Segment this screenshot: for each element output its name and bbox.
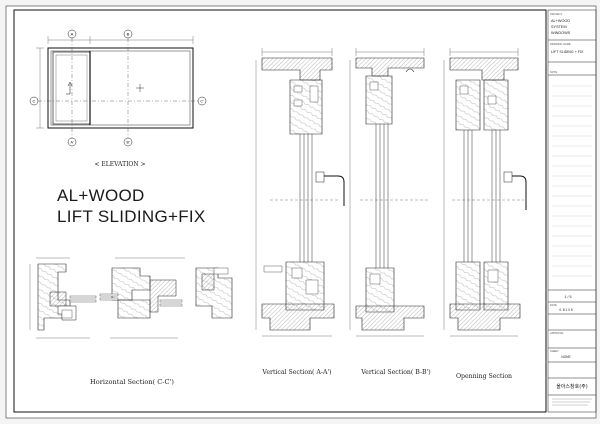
section-marker-label: A' — [70, 141, 73, 145]
title-block-project-key: PROJECT — [550, 12, 563, 16]
horizontal-section-detail — [29, 257, 233, 339]
caption-vertical-section-b: Vertical Section( B-B') — [360, 369, 430, 376]
section-marker-label: B' — [126, 141, 129, 145]
drawing-frame — [13, 9, 547, 413]
section-marker-label: B — [127, 32, 130, 37]
caption-opening-section: Openning Section — [456, 373, 512, 380]
caption-horizontal-section: Horizontal Section( C-C') — [90, 378, 174, 386]
vertical-section-a-detail — [255, 48, 345, 337]
section-marker-b-bottom: B' — [123, 137, 133, 147]
title-block-note-key: NOTE — [550, 70, 557, 74]
elevation-view — [36, 36, 198, 138]
title-block-company: 올아스창호(주) — [556, 383, 588, 390]
section-marker-a-top: A — [67, 29, 77, 39]
title-block-drawing-name: LIFT SLIDING + FIX — [551, 50, 584, 54]
title-block-sheet-value: NONE — [561, 355, 570, 359]
drawing-title-line-2: LIFT SLIDING+FIX — [57, 207, 206, 226]
title-block-approval-key: APPROVAL — [550, 331, 564, 335]
section-marker-label: C — [33, 99, 36, 104]
caption-vertical-section-a: Vertical Section( A-A') — [261, 369, 331, 376]
title-block-frame — [547, 9, 597, 413]
elevation-caption: < ELEVATION > — [94, 161, 145, 168]
title-block-drawing-key: DRAWING NAME — [550, 42, 571, 46]
section-marker-a-bottom: A' — [67, 137, 77, 147]
title-block-project-line-1: AL+WOOD — [551, 19, 570, 23]
title-block-project-line-3: WINDOWS — [551, 31, 571, 35]
title-block-date-key: DATE — [550, 303, 557, 307]
section-marker-b-top: B — [123, 29, 133, 39]
opening-section-detail — [443, 48, 527, 337]
section-marker-label: C' — [200, 100, 204, 104]
title-block-date-value: 0. 8 1 0 6 — [559, 308, 573, 312]
title-block-project-line-2: SYSTEM — [551, 25, 567, 29]
title-block-scale-value: 1 / 5 — [565, 295, 572, 299]
vertical-section-b-detail — [349, 48, 430, 337]
title-block-sheet-key: SHEET — [550, 349, 559, 353]
drawing-title-line-1: AL+WOOD — [57, 186, 145, 205]
title-block-company-info — [552, 398, 592, 406]
section-marker-c-left: C — [29, 96, 39, 106]
section-marker-label: A — [71, 32, 74, 37]
section-marker-c-right: C' — [197, 96, 207, 106]
